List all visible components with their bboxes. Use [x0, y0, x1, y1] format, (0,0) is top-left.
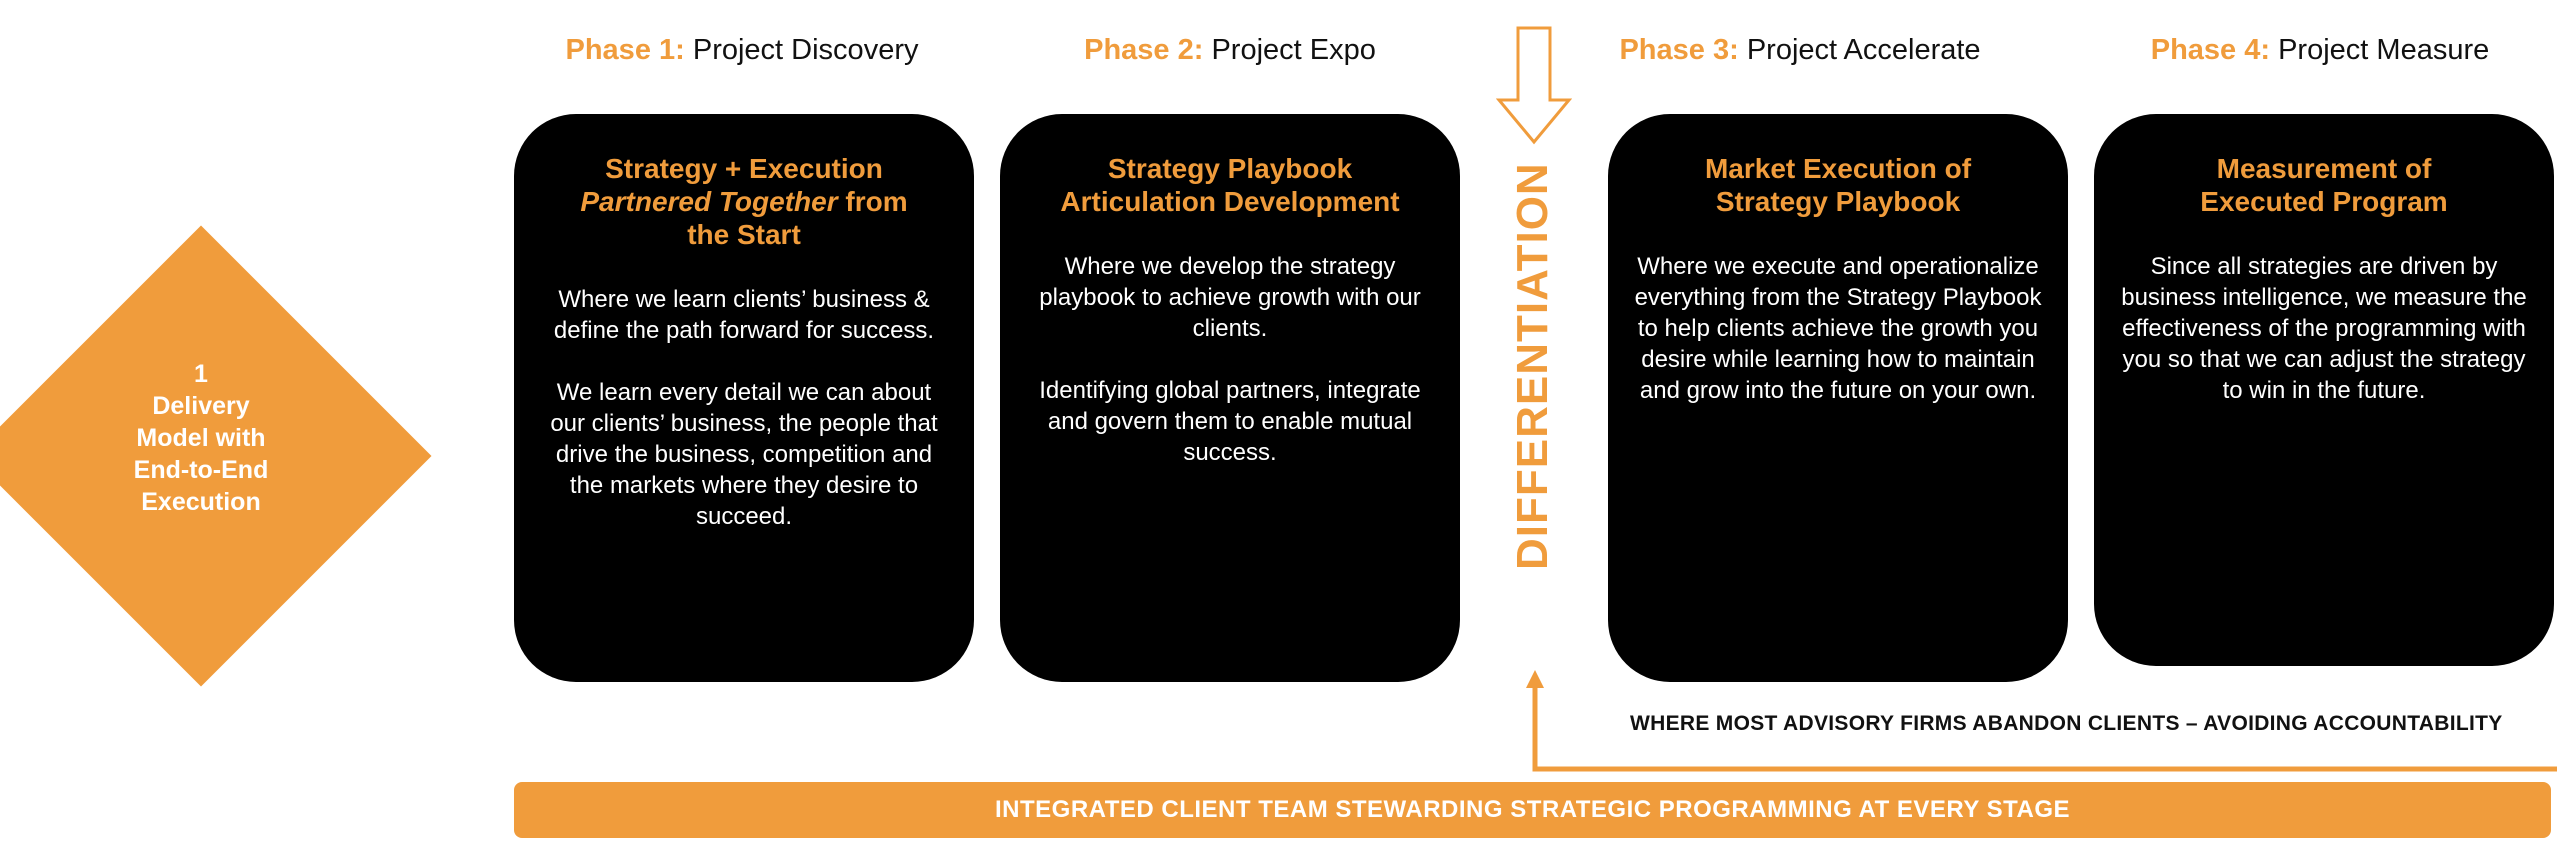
card-paragraph: Since all strategies are driven by busin… — [2121, 253, 2527, 404]
down-arrow-icon — [1496, 26, 1572, 145]
card-body: Where we execute and operationalize ever… — [1634, 251, 2042, 406]
phase-3-header: Phase 3: Project Accelerate — [1570, 34, 2030, 67]
card-title-line: Market Execution of — [1704, 153, 1972, 184]
card-title: Measurement of Executed Program — [2120, 152, 2528, 218]
phase-1-header: Phase 1: Project Discovery — [512, 34, 972, 67]
abandon-note: WHERE MOST ADVISORY FIRMS ABANDON CLIENT… — [1630, 712, 2503, 735]
phase-1-card: Strategy + Execution Partnered Together … — [514, 114, 974, 682]
card-paragraph: Where we execute and operationalize ever… — [1634, 253, 2042, 404]
card-body: Since all strategies are driven by busin… — [2120, 251, 2528, 406]
card-title: Market Execution of Strategy Playbook — [1634, 152, 2042, 218]
delivery-model-line: 1 — [194, 360, 208, 388]
card-title-suffix: from — [837, 186, 908, 217]
phase-name: Project Discovery — [692, 34, 919, 66]
integrated-team-bar: INTEGRATED CLIENT TEAM STEWARDING STRATE… — [514, 782, 2551, 838]
card-title-line: Measurement of — [2216, 153, 2432, 184]
phase-name: Project Accelerate — [1746, 34, 1981, 66]
card-paragraph: Where we develop the strategy playbook t… — [1039, 253, 1421, 342]
phase-prefix: Phase 4: — [2150, 34, 2271, 66]
card-paragraph: Identifying global partners, integrate a… — [1039, 377, 1421, 466]
card-title-emphasis: Partnered Together — [580, 186, 838, 217]
phase-prefix: Phase 2: — [1084, 34, 1204, 66]
card-paragraph: We learn every detail we can about our c… — [550, 379, 938, 530]
phase-2-header: Phase 2: Project Expo — [1000, 34, 1460, 67]
card-body: Where we develop the strategy playbook t… — [1026, 251, 1434, 468]
phase-prefix: Phase 3: — [1619, 34, 1739, 66]
card-title-line: Articulation Development — [1060, 186, 1400, 217]
phase-name: Project Expo — [1211, 34, 1376, 66]
phase-4-header: Phase 4: Project Measure — [2090, 34, 2550, 67]
delivery-model-line: Delivery — [152, 392, 250, 420]
card-paragraph: Where we learn clients’ business & defin… — [553, 286, 935, 344]
phase-name: Project Measure — [2278, 34, 2490, 66]
card-title-line: the Start — [687, 219, 801, 250]
card-body: Where we learn clients’ business & defin… — [540, 284, 948, 532]
card-title: Strategy Playbook Articulation Developme… — [1026, 152, 1434, 218]
card-title-line: Strategy Playbook — [1107, 153, 1353, 184]
differentiation-label: DIFFERENTIATION — [1508, 162, 1557, 570]
delivery-model-line: Execution — [141, 488, 261, 516]
card-title: Strategy + Execution Partnered Together … — [540, 152, 948, 251]
card-title-line: Strategy + Execution — [605, 153, 883, 184]
delivery-model-line: End-to-End — [133, 456, 269, 484]
phase-prefix: Phase 1: — [565, 34, 685, 66]
phase-2-card: Strategy Playbook Articulation Developme… — [1000, 114, 1460, 682]
phase-4-card: Measurement of Executed Program Since al… — [2094, 114, 2554, 666]
card-title-line: Strategy Playbook — [1715, 186, 1961, 217]
delivery-model-label: 1 Delivery Model with End-to-End Executi… — [101, 358, 301, 518]
phase-3-card: Market Execution of Strategy Playbook Wh… — [1608, 114, 2068, 682]
delivery-model-line: Model with — [136, 424, 266, 452]
card-title-line: Executed Program — [2200, 186, 2448, 217]
card-title-line: Partnered Together from — [540, 185, 948, 218]
accountability-arrow-icon — [1526, 670, 2557, 772]
